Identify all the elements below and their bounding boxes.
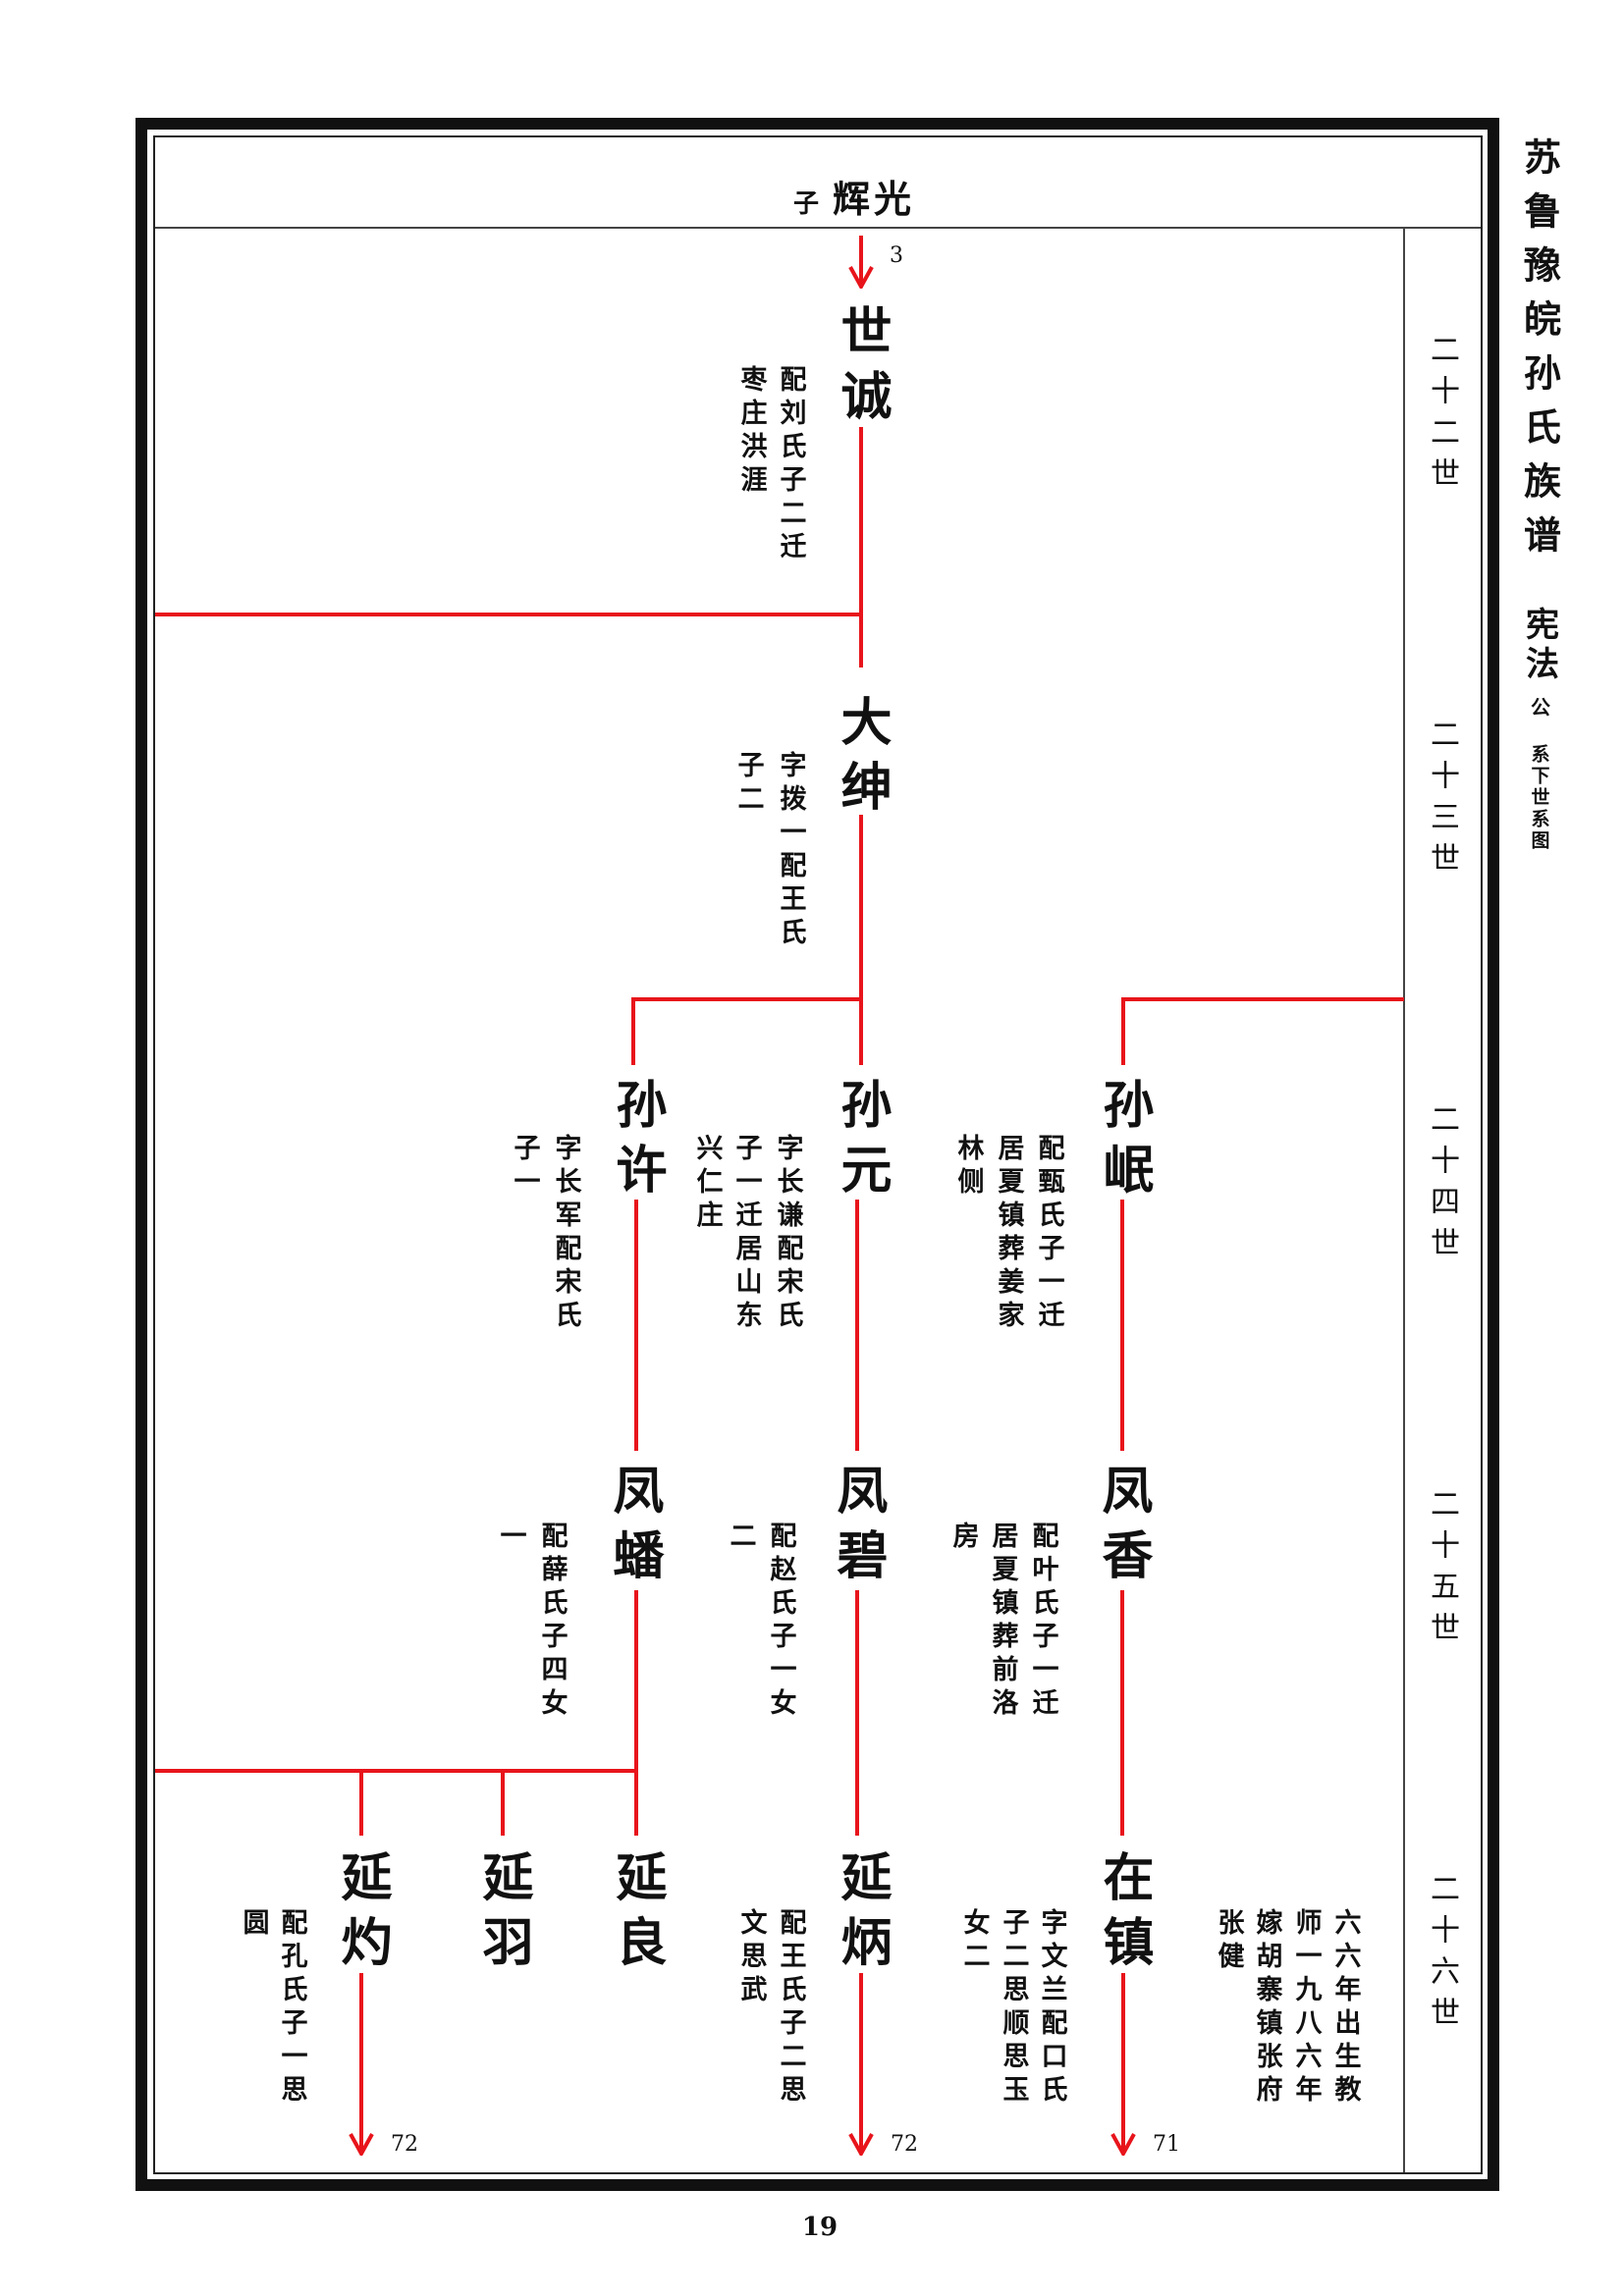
arrow-down-icon [848, 2132, 874, 2159]
lineage-line [1121, 997, 1404, 1001]
lineage-line [359, 1973, 363, 2150]
person-name: 孙许 [607, 1078, 667, 1207]
person-note: 字长军配宋氏 [550, 1134, 581, 1334]
person-note: 林侧 [952, 1134, 984, 1201]
person-name: 大绅 [832, 695, 892, 825]
person-note: 字长谦配宋氏 [772, 1134, 803, 1334]
generation-column-divider [1403, 228, 1405, 2172]
person-note: 女二 [958, 1908, 990, 1975]
person-name: 孙元 [832, 1078, 892, 1207]
person-name: 孙岷 [1094, 1078, 1154, 1207]
lineage-line [155, 1769, 638, 1773]
lineage-line [859, 999, 863, 1065]
generation-label: 二十二世 [1425, 334, 1459, 499]
person-note: 文思武 [735, 1908, 767, 2008]
lineage-line [1121, 999, 1125, 1065]
person-note: 子一 [509, 1134, 540, 1201]
person-note: 二 [725, 1522, 756, 1555]
person-note: 六六年出生教 [1329, 1908, 1361, 2109]
person-note: 配赵氏子一女 [765, 1522, 796, 1722]
lineage-line [1120, 1200, 1124, 1451]
person-note: 张健 [1213, 1908, 1244, 1975]
branch-gong: 公 [1527, 697, 1551, 717]
person-note: 枣庄洪涯 [735, 365, 767, 499]
person-name: 延灼 [332, 1850, 392, 1980]
person-name: 凤香 [1093, 1464, 1153, 1593]
person-note: 居夏镇葬前洛 [987, 1522, 1018, 1722]
page-inner-border [153, 135, 1483, 2174]
person-note: 配甄氏子一迁 [1033, 1134, 1064, 1334]
book-title: 苏鲁豫皖孙氏族谱 [1517, 137, 1562, 569]
generation-label: 二十六世 [1425, 1873, 1459, 2038]
person-name: 延羽 [473, 1850, 533, 1980]
person-note: 嫁胡寨镇张府 [1251, 1908, 1282, 2109]
person-name: 延炳 [832, 1850, 892, 1980]
person-note: 兴仁庄 [691, 1134, 723, 1234]
person-note: 配刘氏子二迁 [775, 365, 806, 565]
lineage-line [855, 1200, 859, 1451]
chart-subtitle: 系下世系图 [1528, 744, 1550, 852]
lineage-line [1121, 1973, 1125, 2150]
person-note: 配薛氏子四女 [536, 1522, 568, 1722]
person-note: 居夏镇葬姜家 [993, 1134, 1024, 1334]
lineage-line [634, 1590, 638, 1836]
arrow-down-icon [349, 2132, 374, 2159]
lineage-line [859, 1973, 863, 2150]
generation-label: 二十三世 [1425, 719, 1459, 883]
lineage-line [859, 427, 863, 667]
lineage-line [634, 1200, 638, 1451]
lineage-line [631, 997, 863, 1001]
header-name: 辉光 [833, 177, 916, 221]
header-divider [155, 227, 1481, 229]
person-note: 配王氏子二思 [775, 1908, 806, 2109]
arrow-down-icon [1110, 2132, 1136, 2159]
lineage-line [855, 1590, 859, 1836]
page-outer-border [135, 118, 1499, 2191]
person-name: 凤蟠 [604, 1464, 664, 1593]
person-note: 配叶氏子一迁 [1027, 1522, 1058, 1722]
person-name: 凤碧 [828, 1464, 888, 1593]
continuation-page-ref: 71 [1153, 2132, 1180, 2157]
person-note: 子二思顺思玉 [998, 1908, 1029, 2109]
person-note: 字文兰配口氏 [1036, 1908, 1067, 2109]
person-note: 房 [947, 1522, 979, 1555]
lineage-line [859, 236, 863, 285]
lineage-line [359, 1771, 363, 1836]
header-ref: 3 [890, 243, 903, 268]
person-note: 配孔氏子一思 [276, 1908, 307, 2109]
header-prefix: 子 [792, 189, 819, 219]
continuation-page-ref: 72 [891, 2132, 918, 2157]
person-note: 子二 [732, 751, 764, 818]
lineage-line [501, 1771, 505, 1836]
generation-label: 二十四世 [1425, 1103, 1459, 1268]
branch-name: 宪法 [1519, 607, 1559, 685]
lineage-line [155, 613, 863, 616]
lineage-line [1120, 1590, 1124, 1836]
header-ancestor: 子辉光 [0, 169, 1624, 223]
person-name: 延良 [607, 1850, 667, 1980]
generation-label: 二十五世 [1425, 1488, 1459, 1653]
lineage-line [631, 999, 635, 1065]
person-note: 字拨一配王氏 [775, 751, 806, 951]
person-note: 子一迁居山东 [731, 1134, 762, 1334]
continuation-page-ref: 72 [391, 2132, 418, 2157]
person-note: 师一九八六年 [1290, 1908, 1322, 2109]
lineage-line [859, 815, 863, 1001]
person-note: 圆 [238, 1908, 269, 1942]
page-number: 19 [801, 2213, 839, 2242]
person-name: 世诚 [832, 304, 892, 434]
person-note: 一 [495, 1522, 526, 1555]
person-name: 在镇 [1094, 1850, 1154, 1980]
arrow-down-icon [848, 265, 874, 292]
